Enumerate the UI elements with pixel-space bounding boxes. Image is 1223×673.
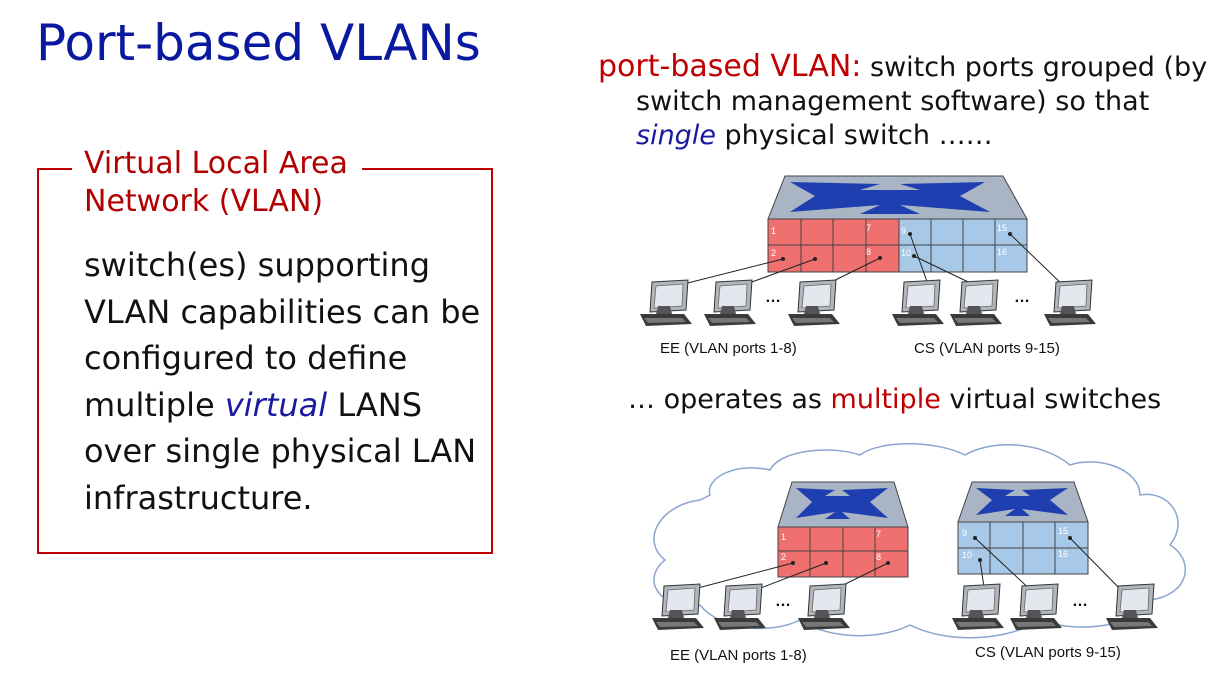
port-label: 15: [1058, 526, 1068, 536]
port-label: 1: [771, 226, 776, 236]
pc-icon: [1043, 279, 1097, 327]
definition-line2: switch management software) so that: [636, 86, 1150, 117]
port-label: 8: [866, 247, 871, 257]
port-label: 2: [781, 552, 786, 562]
definition-line1: switch ports grouped (by: [861, 52, 1208, 83]
definition-line3: physical switch ……: [715, 120, 993, 151]
bottom-switch-cs: 9 10 15 16: [957, 481, 1089, 575]
port-based-definition: port-based VLAN: switch ports grouped (b…: [598, 50, 1223, 153]
pc-icon: [639, 279, 693, 327]
vlan-body-italic: virtual: [224, 385, 328, 424]
operates-text: … operates as multiple virtual switches: [628, 384, 1161, 415]
vlan-box-heading-line1: Virtual Local Area: [84, 146, 348, 181]
port-label: 15: [997, 223, 1007, 233]
operates-highlight: multiple: [830, 384, 941, 415]
pc-icon: [949, 279, 1003, 327]
bottom-cs-ellipsis: …: [1072, 593, 1088, 610]
operates-prefix: … operates as: [628, 384, 831, 415]
port-label: 16: [1058, 549, 1068, 559]
port-label: 9: [901, 226, 906, 236]
port-label: 16: [997, 247, 1007, 257]
port-label: 10: [962, 550, 972, 560]
port-label: 10: [901, 248, 911, 258]
vlan-box-body: switch(es) supporting VLAN capabilities …: [84, 242, 484, 521]
vlan-body-text-2: LANS over single physical LAN infrastruc…: [84, 385, 477, 517]
operates-suffix: virtual switches: [940, 384, 1162, 415]
bottom-cs-label: CS (VLAN ports 9-15): [975, 644, 1121, 661]
port-label: 9: [962, 528, 967, 538]
port-label: 7: [866, 223, 871, 233]
top-cs-ellipsis: …: [1014, 289, 1030, 306]
top-ee-ellipsis: …: [765, 289, 781, 306]
port-label: 2: [771, 248, 776, 258]
port-label: 8: [876, 552, 881, 562]
top-ee-label: EE (VLAN ports 1-8): [660, 340, 797, 357]
pc-icon: [703, 279, 757, 327]
definition-italic: single: [636, 120, 716, 151]
pc-icon: [787, 279, 841, 327]
page-title: Port-based VLANs: [36, 14, 481, 72]
bottom-ee-label: EE (VLAN ports 1-8): [670, 647, 807, 664]
port-label: 1: [781, 532, 786, 542]
port-label: 7: [876, 529, 881, 539]
top-switch: 1 2 7 8 9 10 15 16: [767, 175, 1028, 273]
bottom-switch-ee: 1 2 7 8: [777, 481, 909, 578]
definition-term: port-based VLAN:: [598, 49, 862, 84]
top-cs-label: CS (VLAN ports 9-15): [914, 340, 1060, 357]
pc-icon: [891, 279, 945, 327]
vlan-box-heading-line2: Network (VLAN): [84, 184, 324, 219]
vlan-body-text-1: switch(es) supporting VLAN capabilities …: [84, 246, 481, 424]
vlan-box-heading: Virtual Local Area Network (VLAN): [72, 145, 362, 221]
bottom-ee-ellipsis: …: [775, 593, 791, 610]
